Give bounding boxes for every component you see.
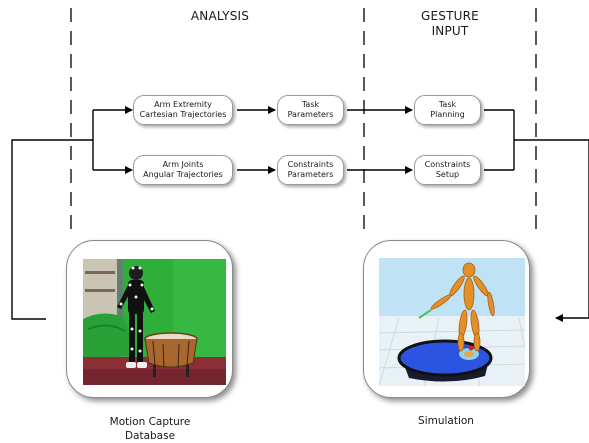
node-task-planning-line1: Task xyxy=(438,100,457,109)
node-arm-joints-line2: Angular Trajectories xyxy=(143,170,223,179)
node-constraints-setup-line1: Constraints xyxy=(424,160,471,169)
simulation-illustration xyxy=(379,258,525,386)
node-task-parameters-line2: Parameters xyxy=(287,110,334,119)
header-analysis: ANALYSIS xyxy=(170,9,270,24)
node-task-planning-line2: Planning xyxy=(430,110,465,119)
database-feed-line xyxy=(11,139,93,320)
simulation-render xyxy=(379,258,525,386)
simulation-caption: Simulation xyxy=(396,414,496,428)
motion-capture-photo xyxy=(83,259,226,385)
header-gesture-line1: GESTURE xyxy=(421,9,479,23)
node-task-planning: Task Planning xyxy=(414,95,481,125)
header-analysis-label: ANALYSIS xyxy=(190,9,250,23)
motion-capture-illustration xyxy=(83,259,226,385)
simulation-caption-label: Simulation xyxy=(418,415,474,427)
node-arm-joints: Arm Joints Angular Trajectories xyxy=(133,155,233,185)
node-constraints-setup: Constraints Setup xyxy=(414,155,481,185)
database-caption-line2: Database xyxy=(124,430,176,442)
database-panel xyxy=(66,240,233,398)
node-constraints-parameters-line1: Constraints xyxy=(287,160,334,169)
node-constraints-setup-line2: Setup xyxy=(435,170,460,179)
simulation-panel xyxy=(363,240,530,398)
node-arm-extremity-line2: Cartesian Trajectories xyxy=(139,110,227,119)
database-caption-line1: Motion Capture xyxy=(109,416,191,428)
header-gesture-input: GESTURE INPUT xyxy=(400,9,500,39)
node-task-parameters: Task Parameters xyxy=(277,95,344,125)
node-constraints-parameters-line2: Parameters xyxy=(287,170,334,179)
node-task-parameters-line1: Task xyxy=(301,100,320,109)
node-constraints-parameters: Constraints Parameters xyxy=(277,155,344,185)
node-arm-extremity: Arm Extremity Cartesian Trajectories xyxy=(133,95,233,125)
node-arm-joints-line1: Arm Joints xyxy=(162,160,204,169)
header-gesture-line2: INPUT xyxy=(431,24,469,38)
node-arm-extremity-line1: Arm Extremity xyxy=(154,100,212,109)
database-caption: Motion Capture Database xyxy=(90,415,210,443)
